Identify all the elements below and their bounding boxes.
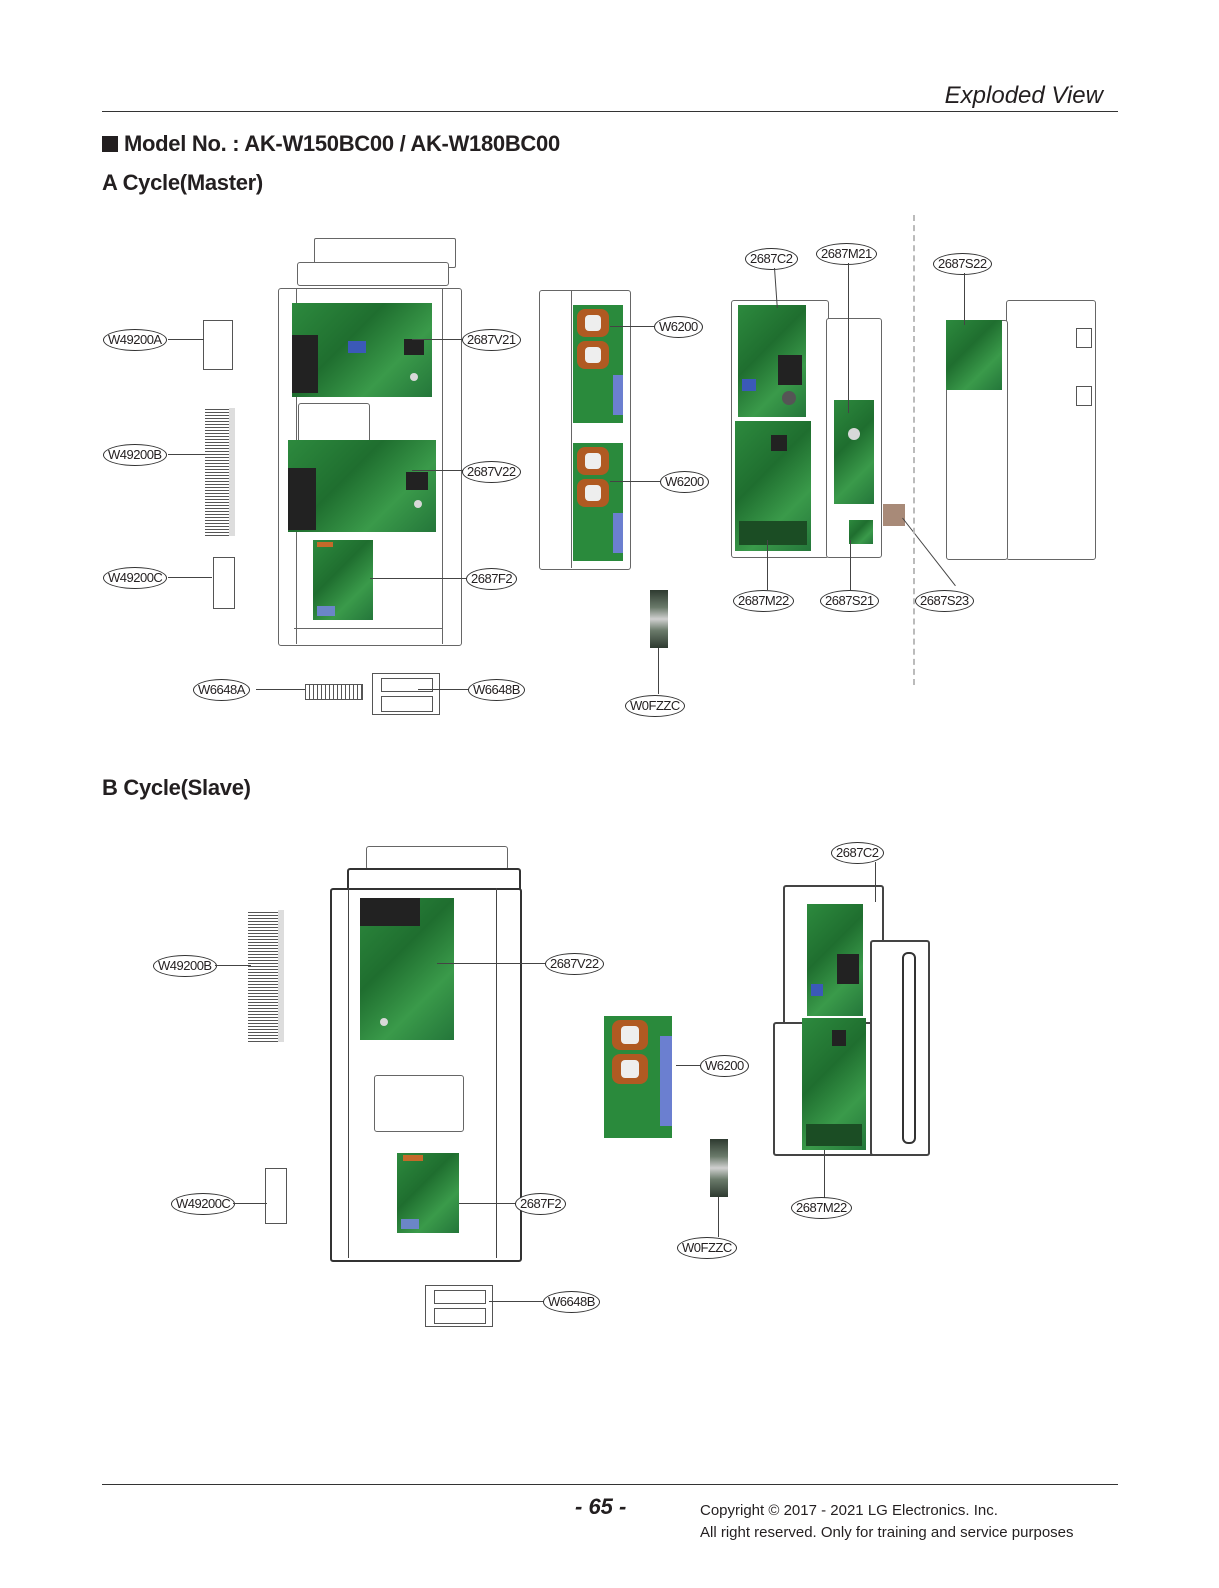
slave-callout-2687c2[interactable]: 2687C2 (831, 842, 884, 864)
slave-inverter-pcb-v22 (360, 898, 454, 1040)
callout-2687v21[interactable]: 2687V21 (462, 329, 521, 351)
callout-2687m21[interactable]: 2687M21 (816, 243, 877, 265)
fan-pcb-f2 (313, 540, 373, 620)
slave-callout-w6200[interactable]: W6200 (700, 1055, 749, 1077)
noise-filter-pcb-2 (573, 443, 623, 561)
callout-w49200a[interactable]: W49200A (103, 329, 167, 351)
callout-w6648a[interactable]: W6648A (193, 679, 250, 701)
callout-2687c2[interactable]: 2687C2 (745, 248, 798, 270)
terminal-block-w6648b (372, 673, 440, 715)
square-bullet-icon (102, 136, 118, 152)
noise-filter-pcb-1 (573, 305, 623, 423)
heatsink-w49200c (213, 557, 235, 609)
model-number-text: Model No. : AK-W150BC00 / AK-W180BC00 (124, 131, 560, 156)
callout-2687s22[interactable]: 2687S22 (933, 253, 992, 275)
callout-2687s23[interactable]: 2687S23 (915, 590, 974, 612)
callout-2687v22[interactable]: 2687V22 (462, 461, 521, 483)
slave-main-pcb-m22 (802, 1018, 866, 1150)
slave-side-panel (870, 940, 930, 1156)
slave-fuse-w0fzzc (710, 1139, 728, 1197)
header-rule (102, 111, 1118, 112)
slave-callout-2687f2[interactable]: 2687F2 (515, 1193, 567, 1215)
slave-callout-w49200b[interactable]: W49200B (153, 955, 217, 977)
slave-heatsink-w49200c (265, 1168, 287, 1224)
main-pcb-m22 (735, 421, 811, 551)
slave-callout-w0fzzc[interactable]: W0FZZC (677, 1237, 737, 1259)
dashed-divider (913, 215, 915, 685)
sub-pcb-s21 (849, 520, 873, 544)
callout-w49200c[interactable]: W49200C (103, 567, 168, 589)
fuse-w0fzzc (650, 590, 668, 648)
copyright-line-1: Copyright © 2017 - 2021 LG Electronics. … (700, 1502, 998, 1519)
slave-main-pcb-c2 (807, 904, 863, 1016)
sub-pcb-m21 (834, 400, 874, 504)
slave-chassis-top-bracket (366, 846, 508, 870)
slave-callout-w49200c[interactable]: W49200C (171, 1193, 236, 1215)
slave-callout-2687v22[interactable]: 2687V22 (545, 953, 604, 975)
callout-w6200-1[interactable]: W6200 (654, 316, 703, 338)
reactor-s23 (883, 504, 905, 526)
heatsink-w49200b (205, 408, 235, 536)
copyright-line-2: All right reserved. Only for training an… (700, 1524, 1074, 1541)
callout-w0fzzc[interactable]: W0FZZC (625, 695, 685, 717)
inverter-pcb-v21 (292, 303, 432, 397)
section-title: Exploded View (944, 82, 1103, 109)
callout-2687s21[interactable]: 2687S21 (820, 590, 879, 612)
heatsink-w49200a (203, 320, 233, 370)
main-pcb-c2 (738, 305, 806, 417)
callout-w6200-2[interactable]: W6200 (660, 471, 709, 493)
copyright: Copyright © 2017 - 2021 LG Electronics. … (700, 1500, 1074, 1544)
callout-w49200b[interactable]: W49200B (103, 444, 167, 466)
callout-2687f2[interactable]: 2687F2 (466, 568, 518, 590)
slave-callout-2687m22[interactable]: 2687M22 (791, 1197, 852, 1219)
slave-noise-filter-pcb (604, 1016, 672, 1138)
slave-terminal-block-w6648b (425, 1285, 493, 1327)
a-cycle-title: A Cycle(Master) (102, 170, 263, 195)
slave-heatsink-w49200b (248, 910, 284, 1042)
chassis-top-rail (297, 262, 449, 286)
slave-cutout-plate (374, 1075, 464, 1132)
callout-w6648b[interactable]: W6648B (468, 679, 525, 701)
page-number: - 65 - (575, 1494, 627, 1519)
display-pcb-s22 (946, 320, 1002, 390)
callout-2687m22[interactable]: 2687M22 (733, 590, 794, 612)
slave-fan-pcb-f2 (397, 1153, 459, 1233)
inverter-pcb-v22 (288, 440, 436, 532)
model-number-heading: Model No. : AK-W150BC00 / AK-W180BC00 (102, 131, 560, 157)
terminal-block-w6648a (305, 684, 363, 700)
footer-rule (102, 1484, 1118, 1485)
b-cycle-title: B Cycle(Slave) (102, 775, 251, 800)
slave-callout-w6648b[interactable]: W6648B (543, 1291, 600, 1313)
